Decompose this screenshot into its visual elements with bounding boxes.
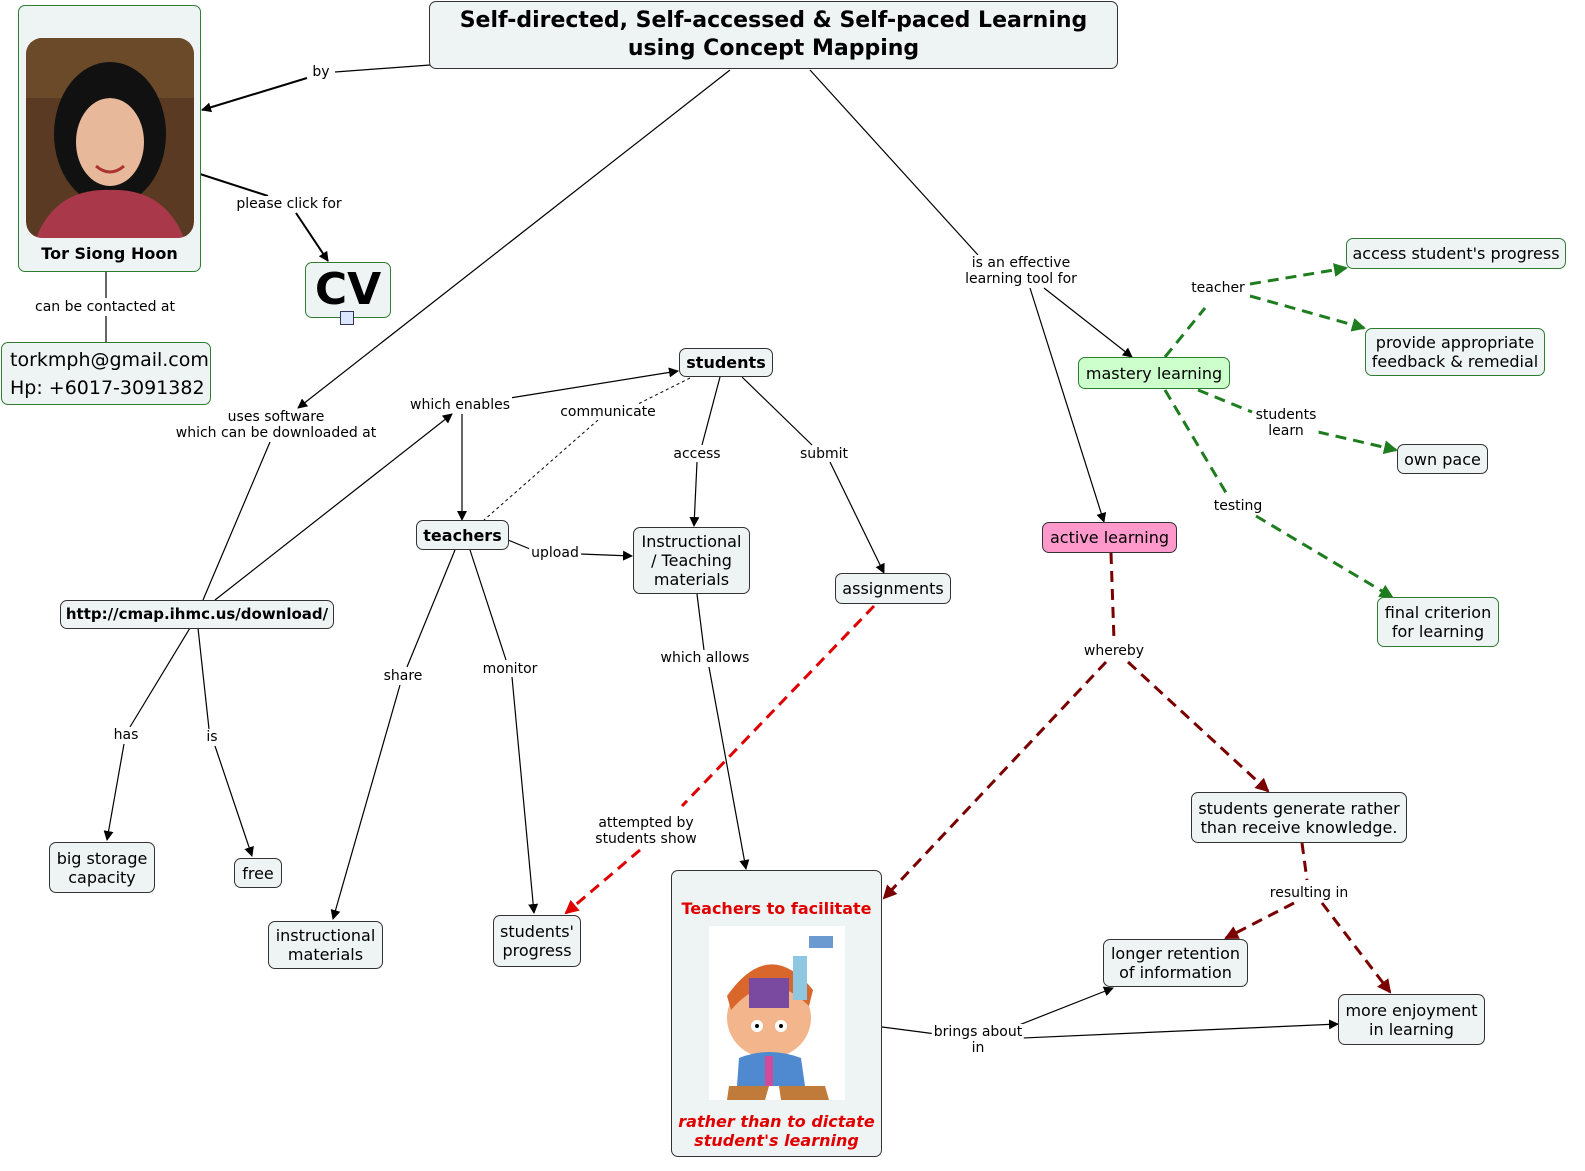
link-label-please-click: please click for (234, 196, 344, 212)
instructional-teaching-node: Instructional / Teaching materials (633, 527, 750, 594)
link-label-which-enables: which enables (408, 397, 512, 413)
link-label-whereby: whereby (1081, 643, 1147, 659)
instructional-materials-node: instructional materials (268, 921, 383, 969)
link-label-testing: testing (1211, 498, 1265, 514)
cv-node[interactable]: CV (305, 262, 391, 318)
more-enjoyment-node: more enjoyment in learning (1338, 994, 1485, 1045)
access-progress-node: access student's progress (1346, 238, 1566, 269)
link-label-has: has (111, 727, 141, 743)
contact-node: torkmph@gmail.com Hp: +6017-3091382 (1, 342, 211, 405)
free-node: free (234, 858, 282, 888)
link-label-effective-tool: is an effective learning tool for (963, 255, 1079, 287)
author-name: Tor Siong Hoon (41, 244, 178, 263)
link-label-share: share (381, 668, 425, 684)
link-label-uses-software: uses software which can be downloaded at (173, 409, 379, 441)
author-photo (25, 38, 194, 238)
link-label-is: is (204, 729, 220, 745)
link-label-teacher: teacher (1189, 280, 1247, 296)
longer-retention-node: longer retention of information (1103, 939, 1248, 987)
link-label-which-allows: which allows (658, 650, 752, 666)
link-label-submit: submit (797, 446, 851, 462)
document-icon[interactable] (340, 311, 354, 325)
link-label-contacted: can be contacted at (33, 299, 177, 315)
mastery-learning-node: mastery learning (1078, 357, 1230, 389)
link-label-upload: upload (529, 545, 581, 561)
link-label-students-learn: students learn (1253, 407, 1319, 439)
author-node[interactable]: Tor Siong Hoon (18, 5, 201, 272)
active-learning-node: active learning (1042, 522, 1177, 553)
facilitate-node: Teachers to facilitate rather than to di… (671, 870, 882, 1157)
facilitate-heading: Teachers to facilitate (681, 899, 872, 918)
link-label-communicate: communicate (558, 404, 658, 420)
facilitate-footer: rather than to dictate student's learnin… (678, 1112, 875, 1150)
link-label-monitor: monitor (480, 661, 540, 677)
feedback-node: provide appropriate feedback & remedial (1365, 328, 1545, 376)
link-label-resulting-in: resulting in (1267, 885, 1351, 901)
final-criterion-node: final criterion for learning (1377, 597, 1499, 647)
link-label-attempted: attempted by students show (593, 815, 699, 847)
teachers-node: teachers (416, 520, 509, 550)
students-generate-node: students generate rather than receive kn… (1191, 792, 1407, 843)
cv-label: CV (314, 264, 382, 315)
main-title: Self-directed, Self-accessed & Self-pace… (429, 1, 1118, 69)
assignments-node: assignments (835, 573, 951, 604)
teacher-cartoon-image (708, 926, 845, 1100)
students-progress-node: students' progress (493, 915, 581, 967)
link-label-access: access (671, 446, 723, 462)
big-storage-node: big storage capacity (49, 842, 155, 893)
software-url-node[interactable]: http://cmap.ihmc.us/download/ (60, 600, 334, 629)
link-label-by: by (310, 64, 332, 80)
students-node: students (679, 348, 773, 377)
own-pace-node: own pace (1397, 444, 1488, 474)
link-label-brings-about: brings about in (931, 1024, 1025, 1056)
